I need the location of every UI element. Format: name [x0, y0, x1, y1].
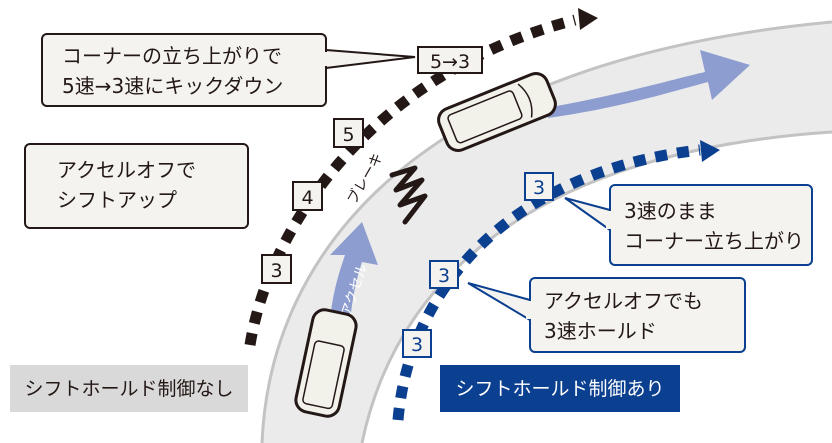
callout-shiftup: アクセルオフで シフトアップ	[24, 143, 249, 229]
callout-hold-off-line2: 3速ホールド	[544, 319, 657, 343]
gear-box-blue: 3	[429, 260, 459, 289]
arrowhead-blue-icon	[700, 140, 720, 162]
arrowhead-black-icon	[578, 8, 598, 30]
svg-text:5: 5	[342, 124, 354, 146]
gear-box-black: 5	[333, 118, 364, 148]
svg-text:シフトホールド制御あり: シフトホールド制御あり	[455, 378, 664, 400]
gear-box-blue: 3	[524, 172, 554, 201]
road	[262, 22, 832, 443]
callout-shiftup-line1: アクセルオフで	[57, 158, 196, 182]
shift-path-with-hold	[392, 144, 701, 421]
car-top-icon	[437, 71, 557, 153]
callout-kickdown: コーナーの立ち上がりで 5速→3速にキックダウン	[41, 33, 416, 107]
shift-path-without-hold	[244, 14, 577, 346]
gear-box-black: 4	[292, 181, 323, 211]
callout-hold-off: アクセルオフでも 3速ホールド	[467, 277, 746, 353]
legend-with-hold: シフトホールド制御あり	[440, 365, 680, 412]
callout-hold-corner-line2: コーナー立ち上がり	[624, 229, 804, 253]
callout-hold-corner: 3速のまま コーナー立ち上がり	[564, 184, 813, 266]
svg-text:3: 3	[270, 260, 282, 282]
gear-box-blue: 3	[402, 329, 432, 358]
svg-text:3: 3	[411, 334, 423, 356]
road-edge-inner	[360, 130, 832, 443]
callout-kickdown-line2: 5速→3速にキックダウン	[62, 74, 283, 98]
acceleration-arrow-bottom	[330, 222, 378, 322]
callout-hold-off-line1: アクセルオフでも	[544, 289, 703, 313]
svg-text:シフトホールド制御なし: シフトホールド制御なし	[24, 378, 233, 400]
svg-text:3: 3	[533, 177, 545, 199]
callout-shiftup-line2: シフトアップ	[57, 188, 177, 212]
gear-box-black: 3	[261, 254, 292, 284]
car-bottom-icon	[294, 308, 358, 418]
svg-text:5→3: 5→3	[430, 51, 470, 73]
callout-kickdown-line1: コーナーの立ち上がりで	[62, 44, 282, 68]
legend-without-hold: シフトホールド制御なし	[10, 365, 248, 412]
callout-hold-corner-line1: 3速のまま	[624, 199, 717, 223]
gear-box-black: 5→3	[417, 46, 483, 74]
svg-text:4: 4	[301, 187, 313, 209]
brake-zigzag-icon	[389, 165, 428, 225]
acceleration-arrow-top	[545, 50, 750, 118]
svg-text:3: 3	[438, 265, 450, 287]
